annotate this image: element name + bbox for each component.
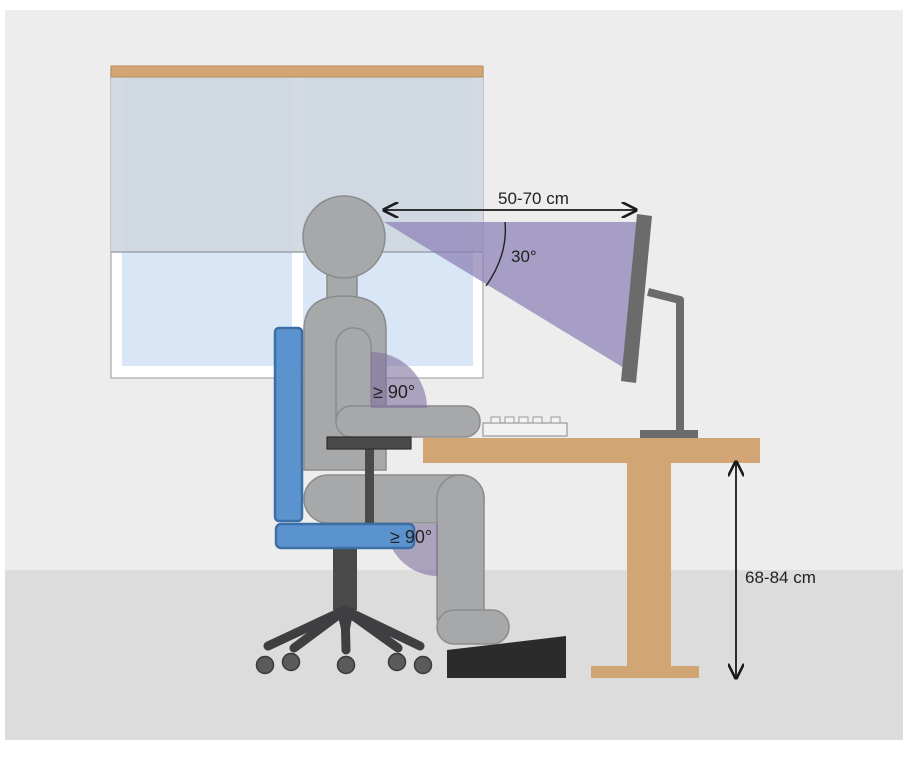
blind-rail [111, 66, 483, 77]
viewing-angle-label: 30° [511, 247, 537, 266]
desk-height-label: 68-84 cm [745, 568, 816, 587]
person-forearm [336, 406, 480, 437]
chair-backrest [275, 328, 302, 521]
person-foot [437, 610, 509, 644]
knee-angle-label: ≥ 90° [390, 527, 432, 547]
person-head [303, 196, 385, 278]
viewing-distance-label: 50-70 cm [498, 189, 569, 208]
keyboard [483, 417, 567, 436]
elbow-angle-label: ≥ 90° [373, 382, 415, 402]
